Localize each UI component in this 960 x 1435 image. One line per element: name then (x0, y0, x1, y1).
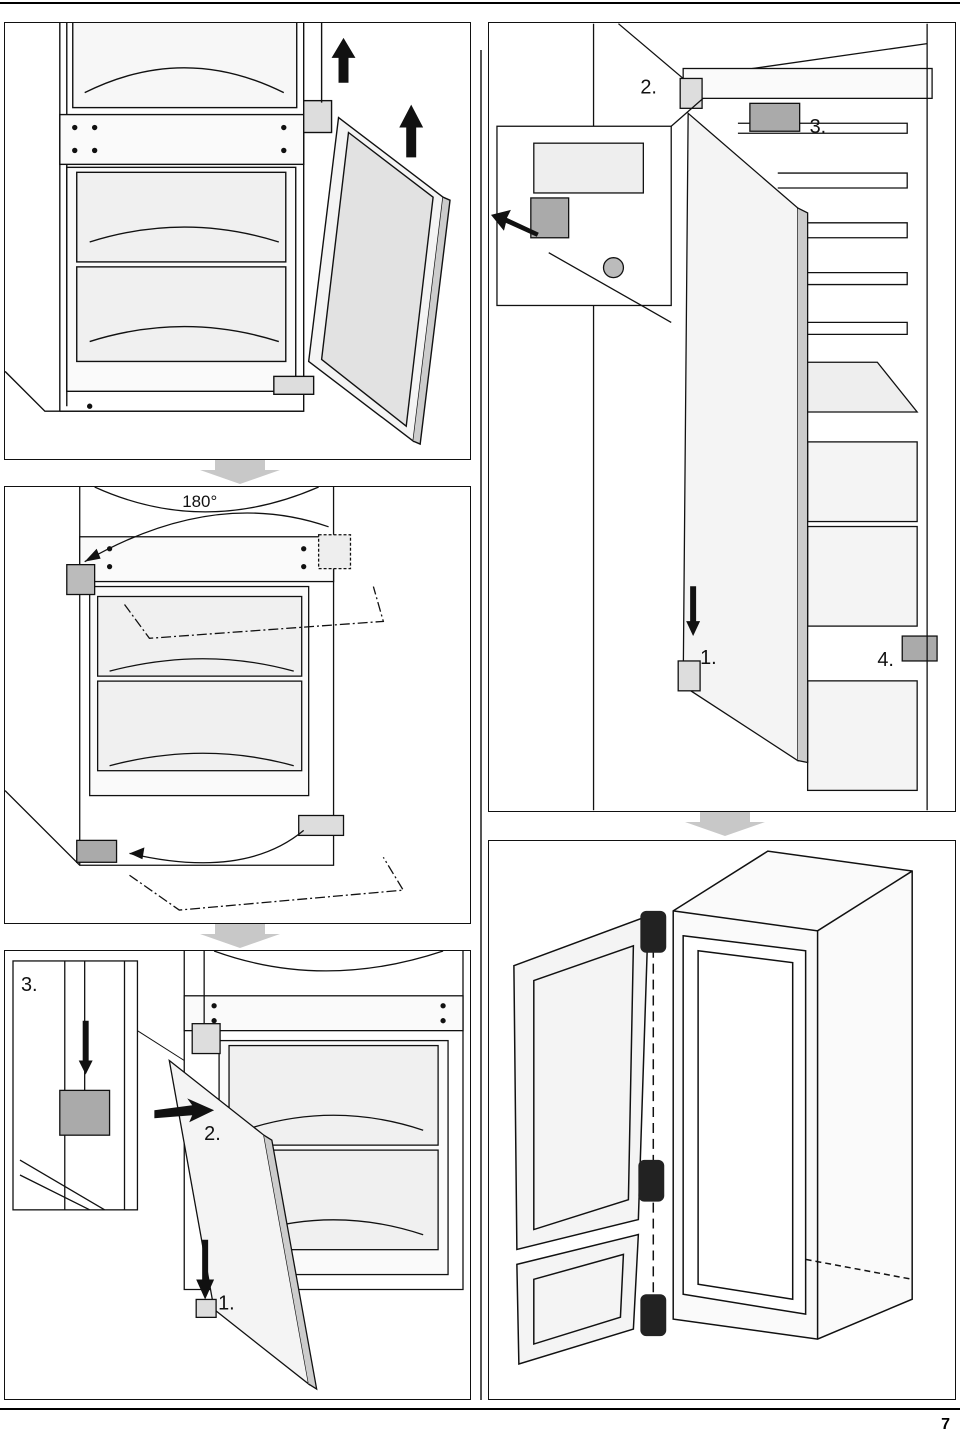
next-step-arrow (200, 924, 280, 948)
page-number: 7 (941, 1416, 950, 1433)
door-install-illustration: 2. 3. 1. 4. (490, 23, 938, 811)
hinge-swap-illustration: 180° (5, 487, 405, 911)
column-divider (480, 50, 482, 1400)
panel-install-door: 2. 3. 1. 4. (488, 22, 956, 812)
panel-swap-hinges: 180° (4, 486, 471, 924)
next-step-arrow (685, 812, 765, 836)
step-label-3: 3. (810, 116, 827, 138)
next-step-arrow (200, 460, 280, 484)
step-label-4: 4. (877, 649, 894, 671)
step-label-1: 1. (700, 647, 717, 669)
door-rehang-illustration: 3. 2. 1. (12, 951, 464, 1391)
step-label-3: 3. (21, 974, 38, 996)
step-label-2: 2. (640, 76, 657, 98)
panel-adjust-hinges (488, 840, 956, 1400)
fridge-door-lift-illustration (5, 23, 451, 446)
bottom-rule (0, 1408, 960, 1410)
hinge-adjust-illustration (513, 850, 913, 1365)
angle-label: 180° (182, 492, 217, 511)
panel-rehang-door: 3. 2. 1. (4, 950, 471, 1400)
step-label-2: 2. (204, 1123, 221, 1145)
top-rule (0, 2, 960, 4)
step-label-1: 1. (218, 1292, 235, 1314)
panel-remove-door (4, 22, 471, 460)
